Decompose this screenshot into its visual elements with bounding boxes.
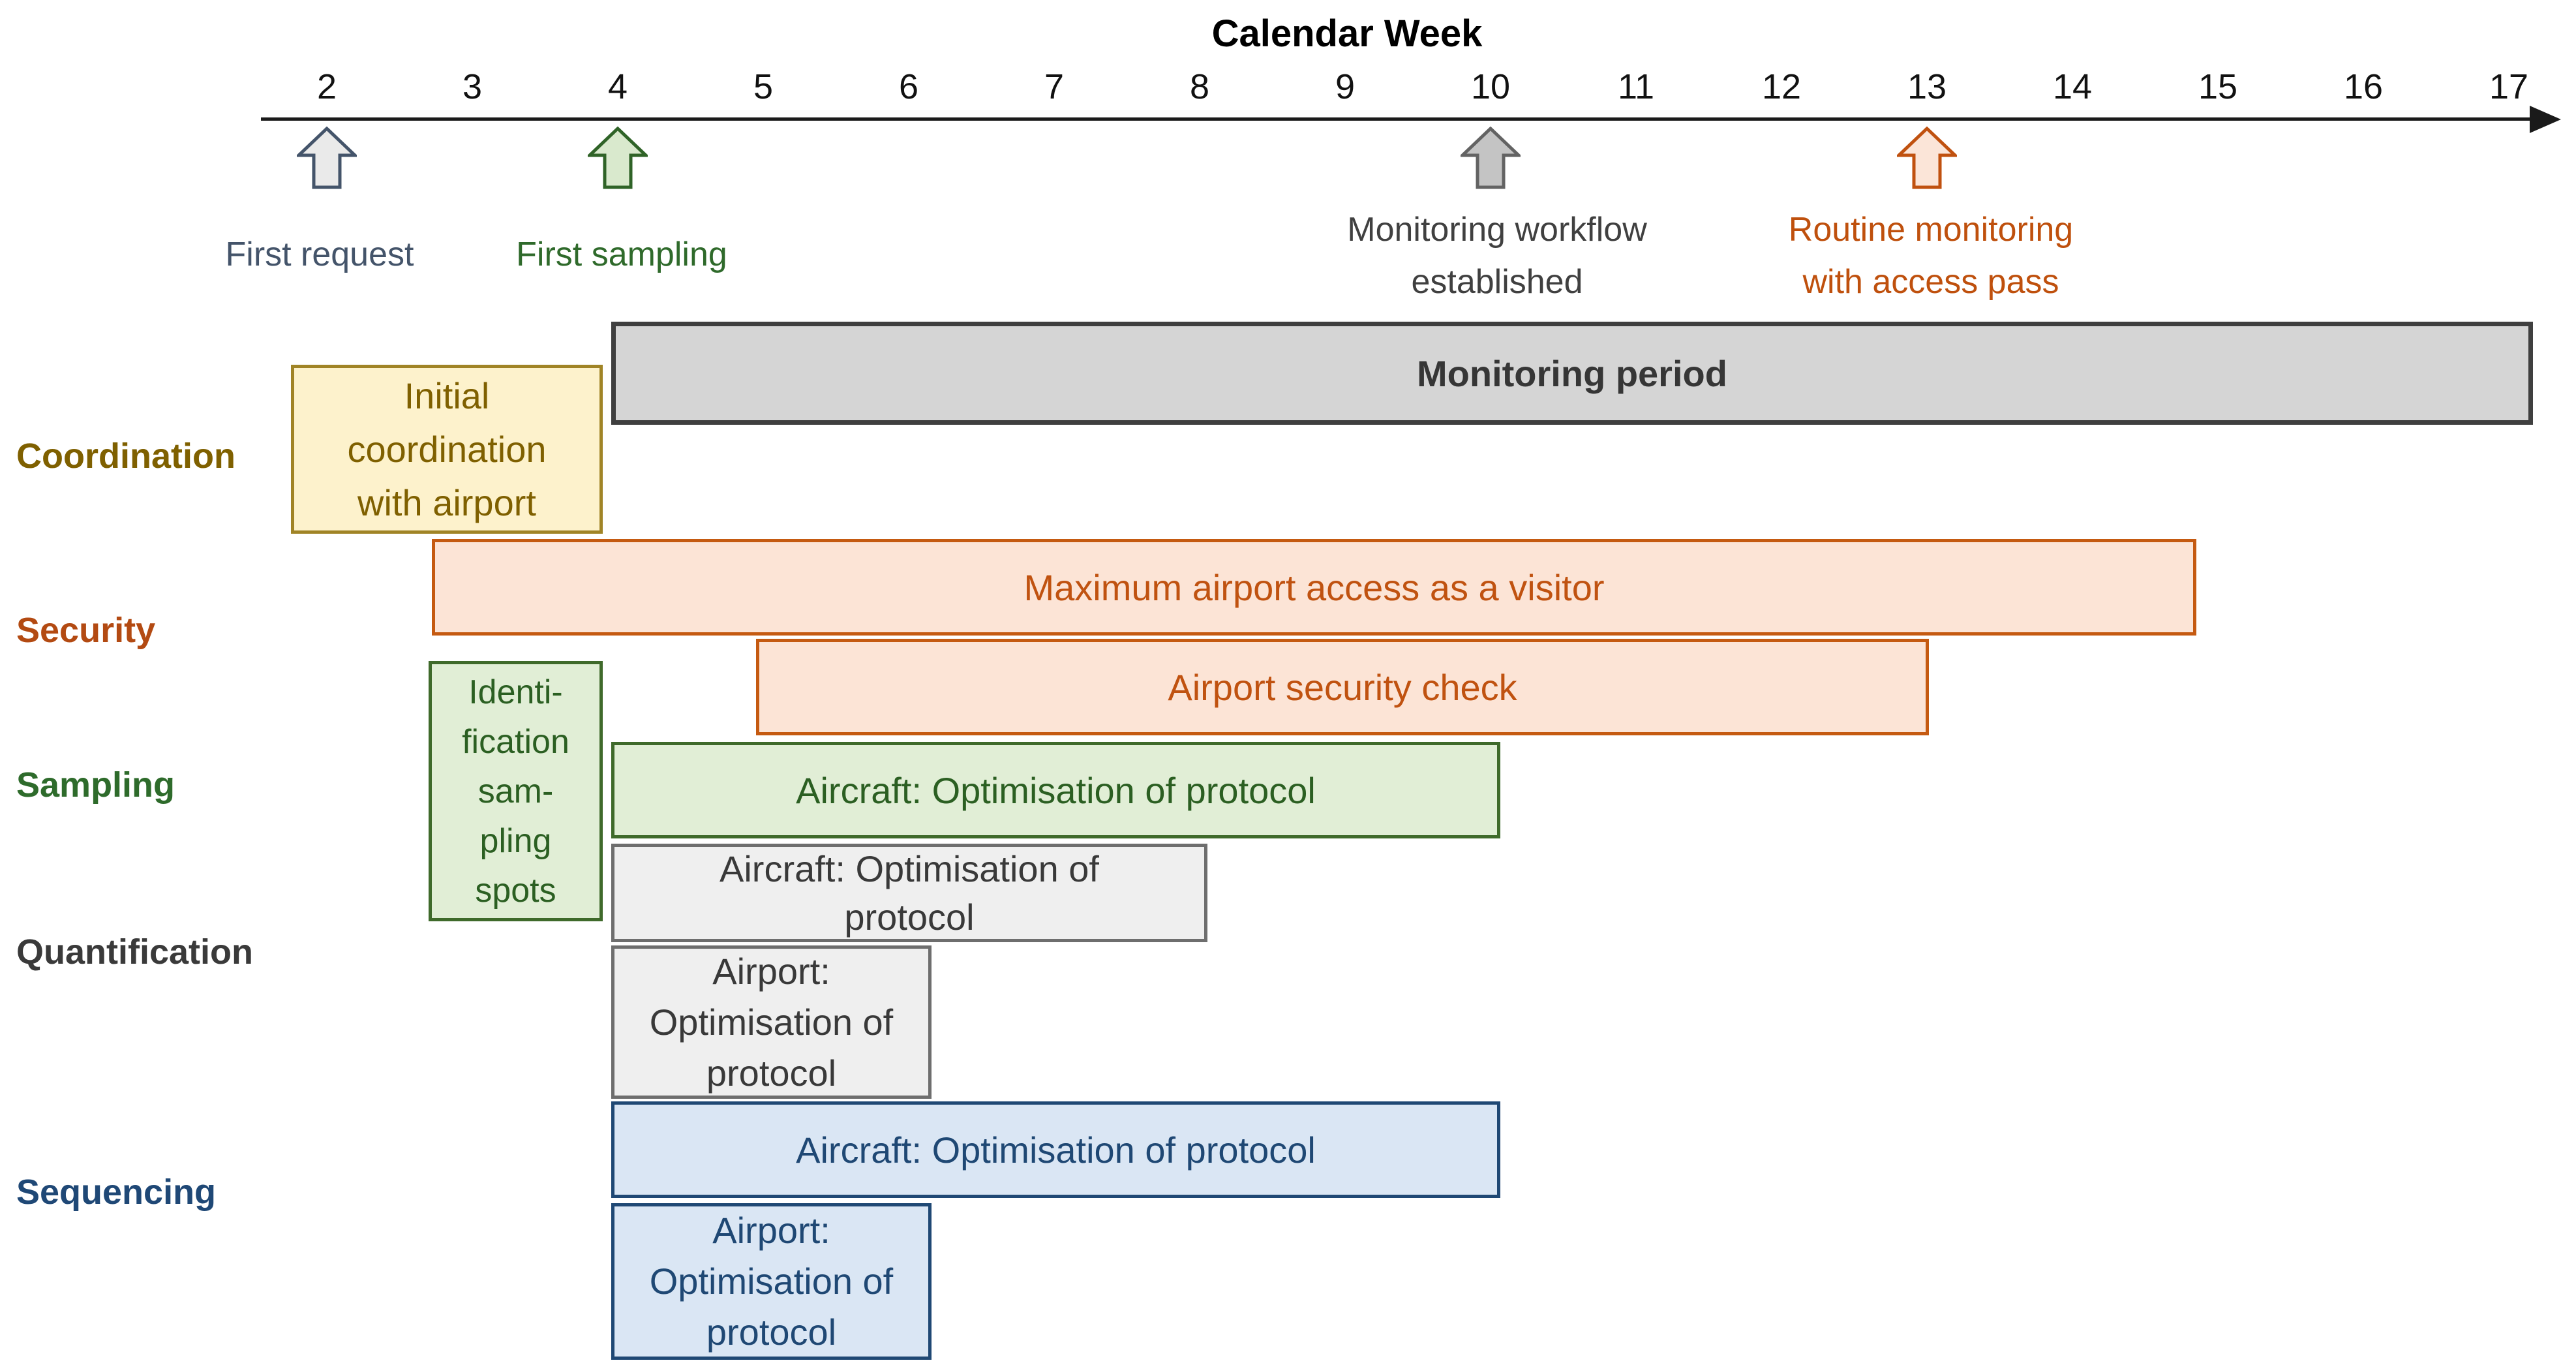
axis-arrowhead-icon — [2530, 106, 2561, 133]
week-tick-14: 14 — [2052, 67, 2093, 106]
bar-sampling-aircraft-protocol: Aircraft: Optimisation of protocol — [611, 742, 1500, 838]
monitoring-workflow-up-arrow-icon — [1461, 127, 1521, 189]
bar-quantification-airport-protocol: Airport: Optimisation of protocol — [611, 945, 932, 1099]
week-tick-12: 12 — [1761, 67, 1802, 106]
week-tick-6: 6 — [898, 67, 919, 106]
week-tick-10: 10 — [1470, 67, 1511, 106]
row-label-security: Security — [16, 611, 156, 650]
week-tick-4: 4 — [607, 67, 628, 106]
bar-sequencing-airport-protocol: Airport: Optimisation of protocol — [611, 1203, 932, 1360]
milestone-label-first-request: First request — [225, 236, 414, 273]
bar-initial-coordination-with-airport: Initial coordination with airport — [291, 365, 603, 534]
week-tick-2: 2 — [316, 67, 337, 106]
bar-identification-sampling-spots: Identi- fication sam- pling spots — [429, 661, 603, 921]
week-tick-16: 16 — [2343, 67, 2384, 106]
bar-quantification-aircraft-protocol: Aircraft: Optimisation of protocol — [611, 844, 1207, 942]
milestone-label-first-sampling: First sampling — [516, 236, 727, 273]
chart-title: Calendar Week — [1211, 12, 1483, 55]
week-tick-15: 15 — [2198, 67, 2238, 106]
bar-monitoring-period: Monitoring period — [611, 322, 2533, 425]
week-tick-9: 9 — [1335, 67, 1356, 106]
week-tick-11: 11 — [1617, 67, 1655, 106]
bar-sequencing-aircraft-protocol: Aircraft: Optimisation of protocol — [611, 1101, 1500, 1198]
bar-airport-security-check: Airport security check — [756, 639, 1929, 735]
week-tick-7: 7 — [1044, 67, 1065, 106]
week-tick-8: 8 — [1189, 67, 1210, 106]
row-label-quantification: Quantification — [16, 932, 253, 972]
week-tick-3: 3 — [462, 67, 483, 106]
routine-monitoring-up-arrow-icon — [1897, 127, 1957, 189]
row-label-sampling: Sampling — [16, 765, 175, 805]
bar-maximum-airport-access: Maximum airport access as a visitor — [432, 539, 2196, 636]
week-tick-17: 17 — [2489, 67, 2529, 106]
milestone-label-routine-monitoring: Routine monitoring with access pass — [1788, 211, 2074, 301]
week-tick-5: 5 — [753, 67, 774, 106]
row-label-coordination: Coordination — [16, 437, 235, 476]
week-tick-13: 13 — [1907, 67, 1947, 106]
milestone-label-monitoring-workflow: Monitoring workflow established — [1347, 211, 1647, 301]
first-sampling-up-arrow-icon — [588, 127, 648, 189]
row-label-sequencing: Sequencing — [16, 1173, 217, 1212]
first-request-up-arrow-icon — [297, 127, 357, 189]
timeline-axis — [261, 117, 2534, 121]
